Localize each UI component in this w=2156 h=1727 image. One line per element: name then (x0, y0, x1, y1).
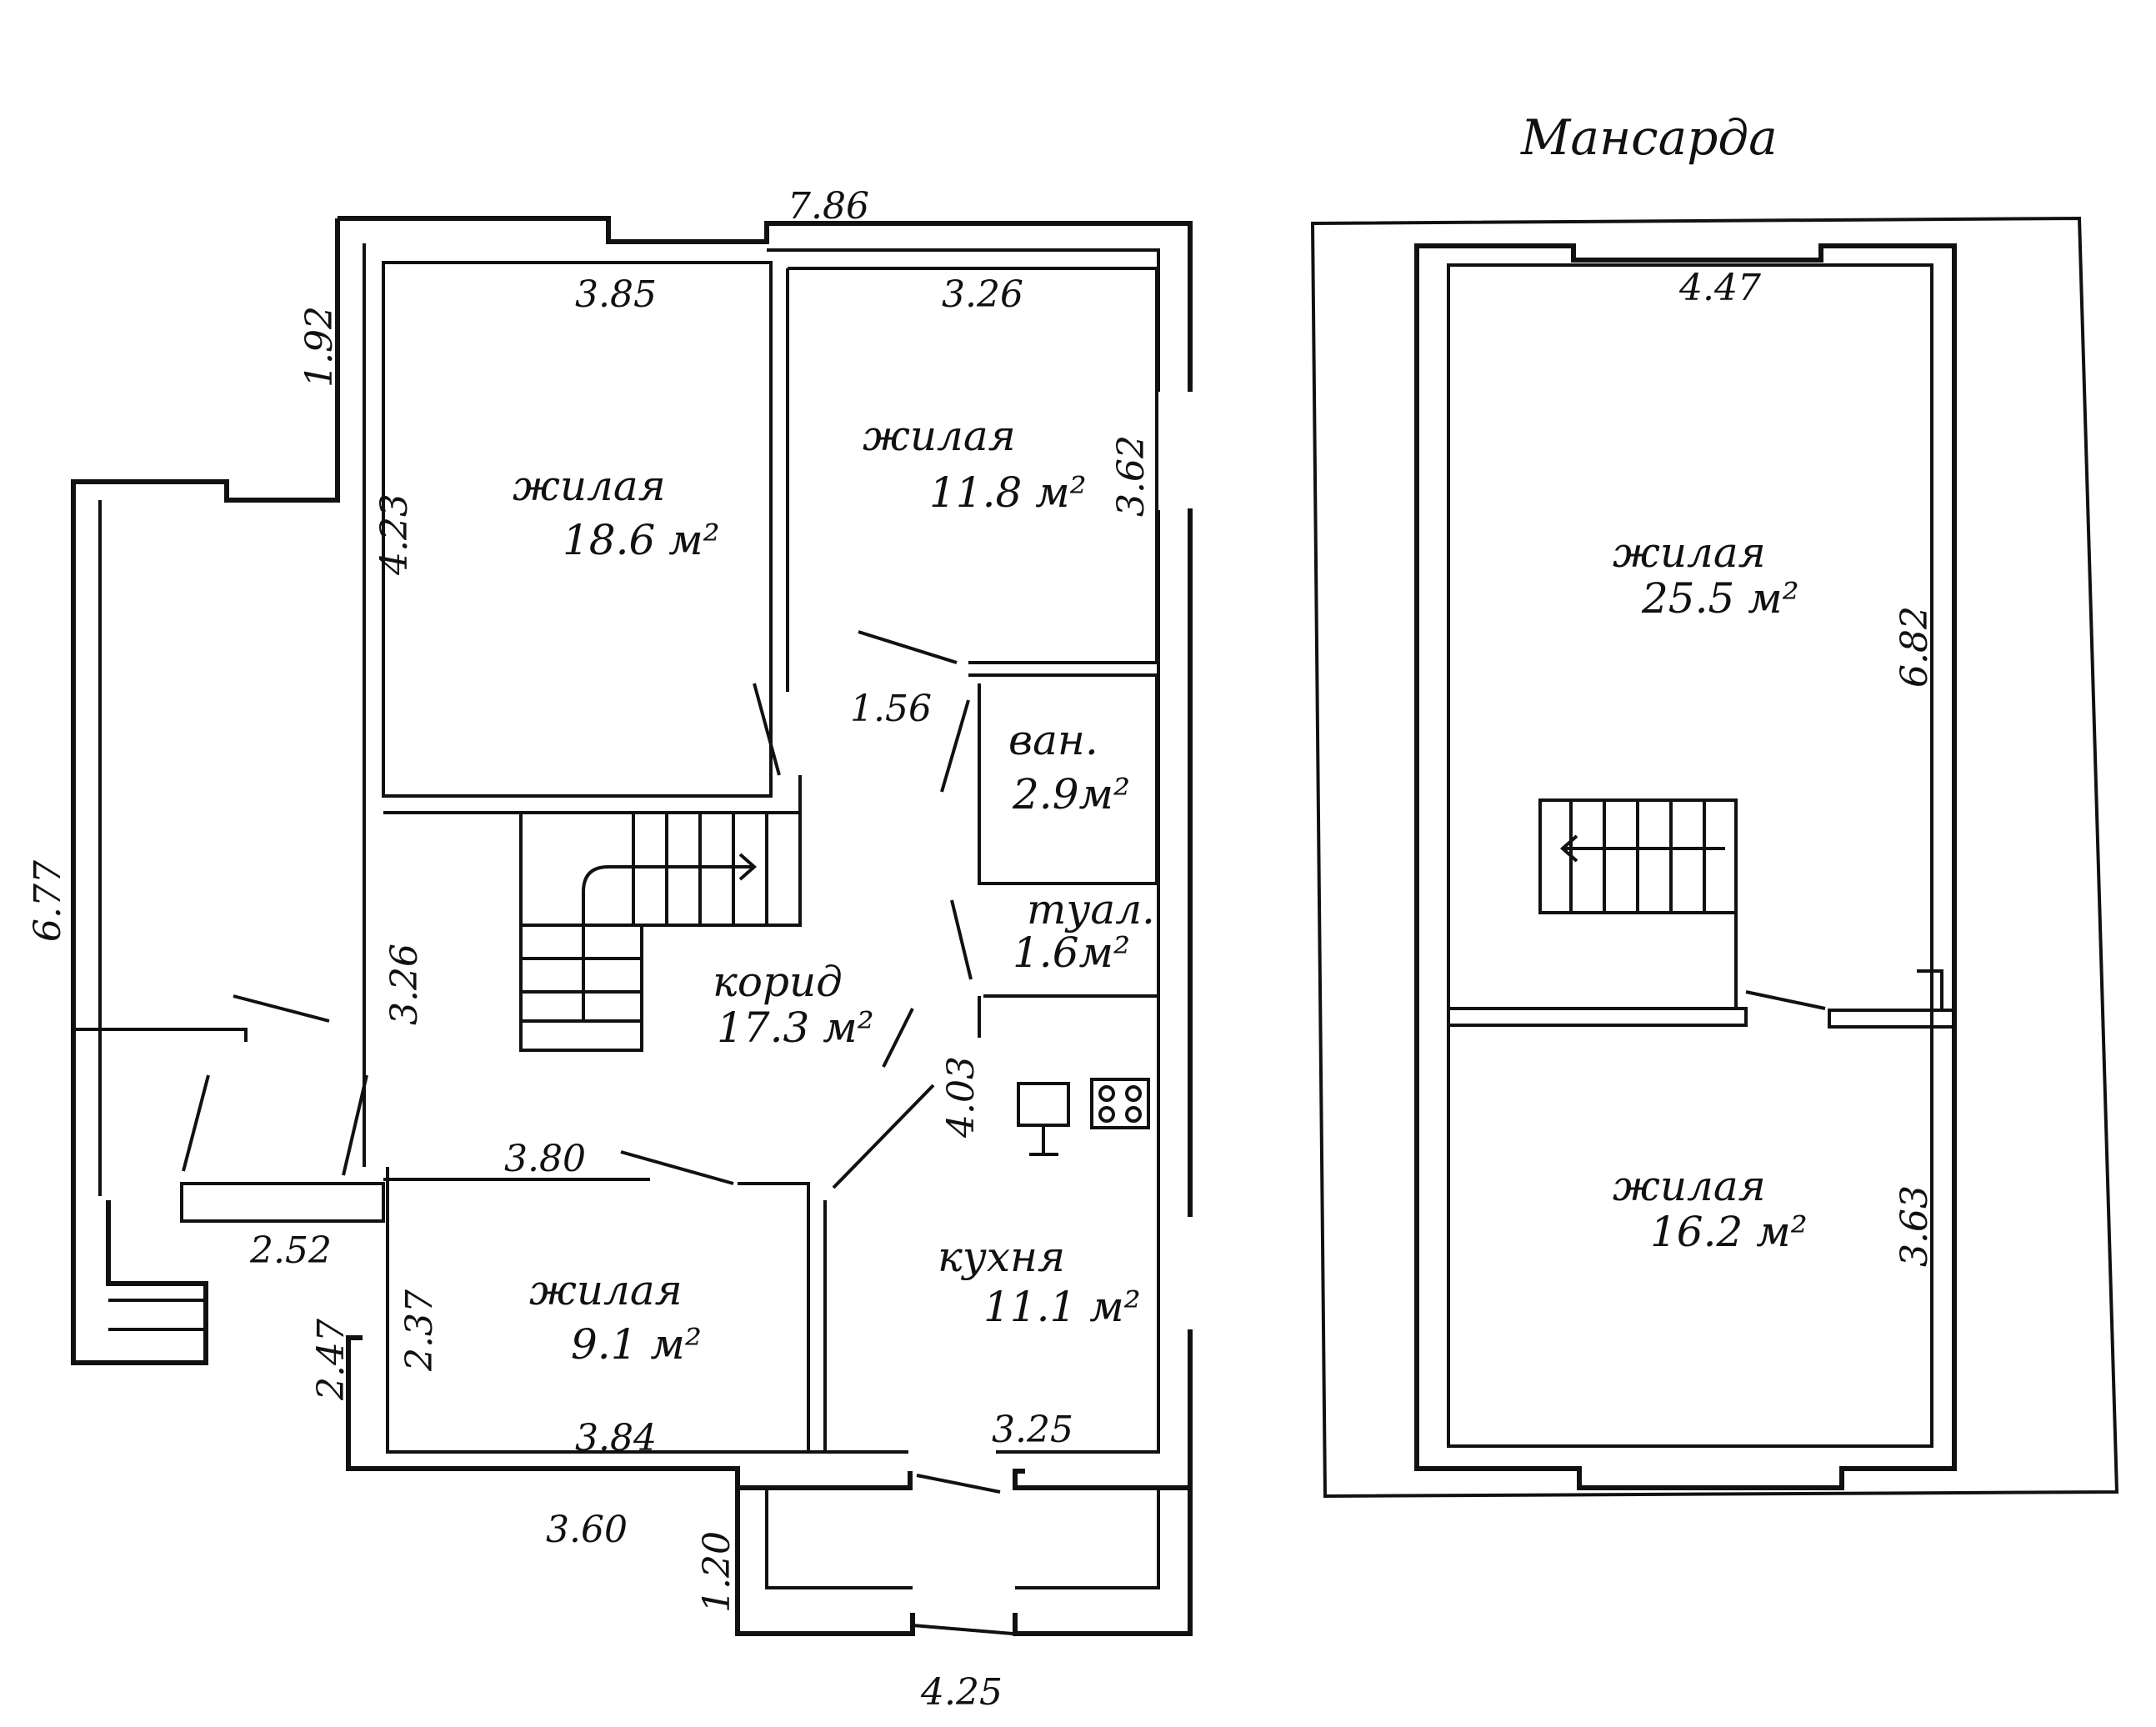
dim-living1-width: 3.85 (575, 273, 657, 316)
dim-vestibule-width: 2.52 (249, 1229, 332, 1272)
mansard-walls (1310, 216, 2119, 1499)
dim-living1-height: 4.23 (373, 493, 416, 576)
mansard-room-area-2: 16.2 м² (1650, 1208, 1808, 1256)
dim-living3-bottom: 3.84 (575, 1417, 657, 1459)
kitchen-fixtures (1017, 1078, 1150, 1156)
room-area-living-3: 9.1 м² (571, 1320, 702, 1369)
room-area-toilet: 1.6м² (1013, 929, 1130, 977)
mansard-room-name-2: жилая (1613, 1162, 1766, 1210)
dim-top-total: 7.86 (788, 185, 869, 228)
ground-doors (182, 630, 1001, 1494)
ground-staircase (519, 813, 802, 1052)
mansard-staircase (1538, 798, 1738, 1009)
dim-left-upper: 1.92 (298, 306, 341, 388)
mansard-title: Мансарда (1520, 109, 1778, 166)
ground-outer-walls (71, 216, 1193, 1490)
room-area-corridor: 17.3 м² (717, 1004, 874, 1052)
dim-kitchen-bottom: 3.25 (992, 1409, 1073, 1451)
mansard-dimensions: 4.47 6.82 3.63 (1678, 267, 1936, 1267)
dim-left-lower: 2.47 (310, 1319, 353, 1401)
mansard-room-name-1: жилая (1613, 528, 1766, 577)
room-name-bath: ван. (1008, 716, 1098, 764)
entrance-porch (108, 1299, 1193, 1636)
mansard-room-labels: жилая 25.5 м² жилая 16.2 м² (1613, 528, 1808, 1256)
ground-floor-plan: жилая 18.6 м² жилая 11.8 м² ван. 2.9м² т… (27, 185, 1193, 1714)
mansard-dim-lower-height: 3.63 (1893, 1185, 1936, 1267)
mansard-dim-upper-height: 6.82 (1893, 606, 1936, 688)
dim-kitchen-height: 4.03 (940, 1056, 983, 1139)
dim-porch-depth: 1.20 (696, 1531, 738, 1613)
dim-porch-width: 4.25 (920, 1671, 1003, 1714)
room-name-living-3: жилая (529, 1266, 683, 1314)
dim-vestibule-height: 3.26 (383, 944, 426, 1025)
room-area-living-1: 18.6 м² (563, 516, 720, 564)
dim-living3-height: 2.37 (398, 1289, 441, 1372)
dim-living3-width: 3.80 (504, 1138, 586, 1180)
dim-living2-width: 3.26 (942, 273, 1023, 316)
room-name-living-1: жилая (513, 462, 666, 510)
room-name-kitchen: кухня (938, 1233, 1065, 1281)
ground-interior-walls (382, 261, 1158, 1450)
room-area-living-2: 11.8 м² (929, 468, 1087, 517)
mansard-plan: Мансарда жилая 25.5 м² жилая 16.2 м² 4.4… (1310, 109, 2119, 1499)
mansard-dim-width: 4.47 (1678, 267, 1761, 309)
ground-room-labels: жилая 18.6 м² жилая 11.8 м² ван. 2.9м² т… (513, 412, 1155, 1369)
dim-living2-height: 3.62 (1110, 435, 1153, 517)
room-area-kitchen: 11.1 м² (983, 1283, 1141, 1331)
room-area-bath: 2.9м² (1012, 770, 1130, 818)
ground-dimensions: 7.86 3.85 3.26 1.92 4.23 3.62 1.56 6.77 … (27, 185, 1153, 1714)
room-name-toilet: туал. (1027, 885, 1155, 934)
room-name-living-2: жилая (863, 412, 1016, 460)
dim-corridor-door: 1.56 (850, 688, 932, 730)
dim-left-total: 6.77 (27, 860, 69, 942)
room-name-corridor: корид (713, 958, 843, 1006)
mansard-room-area-1: 25.5 м² (1641, 574, 1799, 623)
dim-bottom-left: 3.60 (546, 1509, 628, 1551)
